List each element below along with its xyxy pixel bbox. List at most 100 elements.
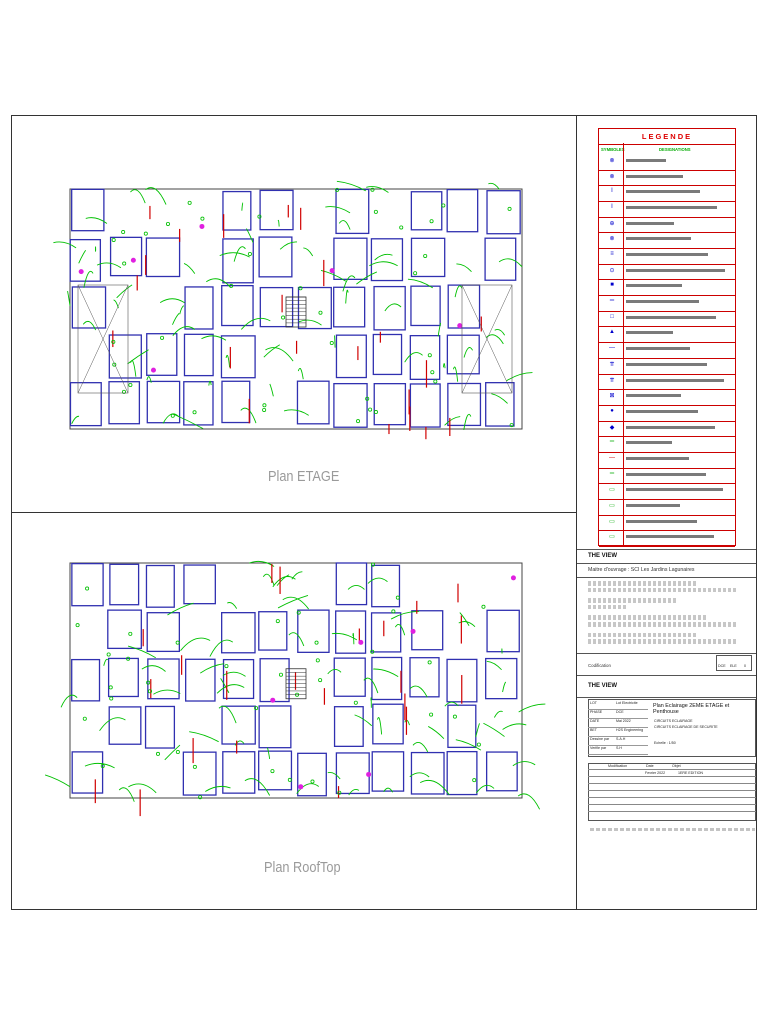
fixture-symbol [370,562,375,567]
room-wall [446,750,478,796]
circuit-line [283,409,309,416]
rev-row-objet: 1ERE EDITION [678,771,703,775]
circuit-line [71,415,80,425]
legend-designation [626,378,724,382]
legend-row-divider [599,216,735,218]
circuit-line [82,320,97,331]
room-wall [409,334,441,380]
legend-designation [626,362,707,366]
legend-symbol-icon: ■ [610,282,614,289]
circuit-line [437,322,442,337]
room-wall [107,657,139,698]
circuit-line [486,660,502,671]
fixture-symbol [395,595,400,600]
legend-row-divider [599,514,735,516]
circuit-line [78,249,87,264]
void-diagonal [77,284,129,394]
fixture-symbol [441,203,446,208]
legend-designation [626,441,672,445]
legend-symbol-icon: ═ [609,470,615,477]
fixture-symbol [481,604,486,609]
drawing-sheet: Plan ETAGE Plan RoofTop LEGENDE SYMBOLES… [11,115,757,910]
fixture-symbol [310,779,315,784]
circuit-line [200,663,225,674]
legend-row-divider [599,310,735,312]
revision-row-line [588,811,756,812]
legend-symbol-icon: ▭ [609,534,615,541]
room-wall [146,612,181,653]
fixture-symbol [82,716,87,721]
circuit-line [327,669,342,675]
room-wall [221,284,254,327]
circuit-line [459,612,470,626]
circuit-line [296,783,320,794]
room-wall [485,751,518,792]
maitre-ouvrage: Maitre d'ouvrage : SCI Les Jardins Lagun… [588,567,695,573]
circuit-line [336,180,367,192]
circuit-line [518,703,546,713]
fixture-symbol [85,586,90,591]
room-wall [372,333,403,376]
circuit-line [172,326,196,337]
fixture-symbol [452,714,457,719]
fixture-symbol [429,219,434,224]
legend-designation [626,503,680,507]
legend-symbol-icon: ≡ [610,251,614,258]
special-fixture [329,268,335,274]
circuit-line [444,701,459,707]
circuit-line [352,632,355,645]
circuit-line [363,677,379,694]
legend-row-divider [599,373,735,375]
circuit-line [383,787,394,793]
circuit-line [444,416,461,426]
revision-table [588,763,756,821]
fixture-symbol [399,225,404,230]
outer-wall [69,188,523,430]
special-fixture [457,323,463,329]
circuit-line [127,349,149,365]
fixture-symbol [75,623,80,628]
bureau-block [588,581,748,644]
legend-designation [626,315,716,319]
circuit-line [491,393,508,404]
fixture-symbol [262,403,267,408]
fixture-symbol [368,407,373,412]
legend-designation [626,284,682,288]
field-label: LOT [590,701,597,705]
room-wall [371,564,401,608]
fixture-symbol [429,712,434,717]
circuit-line [167,602,194,616]
circuit-line [201,335,227,341]
legend-row-divider [599,530,735,532]
special-fixture [130,257,136,263]
fixture-symbol [370,649,375,654]
legend-designation [626,488,723,492]
room-wall [485,382,515,427]
plan-title: Plan Eclairage 2EME ETAGE et Penthouse [653,703,730,715]
circuit-line [277,595,309,609]
circuit-line [206,278,231,288]
circuit-line [354,714,373,727]
room-wall [183,381,214,426]
circuit-line [404,352,423,363]
void-diagonal [461,284,513,394]
room-wall [184,286,214,330]
circuit-line [348,788,360,796]
circuit-line [412,742,429,753]
fixture-symbol [187,200,192,205]
legend-row-divider [599,342,735,344]
code-index: 0 [744,664,746,668]
room-wall [258,236,293,278]
circuit-line [320,270,347,282]
room-wall [370,238,404,282]
legend-designation [626,519,697,523]
circuit-line [67,290,71,306]
circuit-line [172,312,180,325]
circuit-line [494,328,506,336]
circuit-line [325,206,351,214]
legend-row-divider [599,483,735,485]
circuit-line [209,639,234,657]
room-wall [183,333,214,377]
circuit-line [512,761,536,767]
